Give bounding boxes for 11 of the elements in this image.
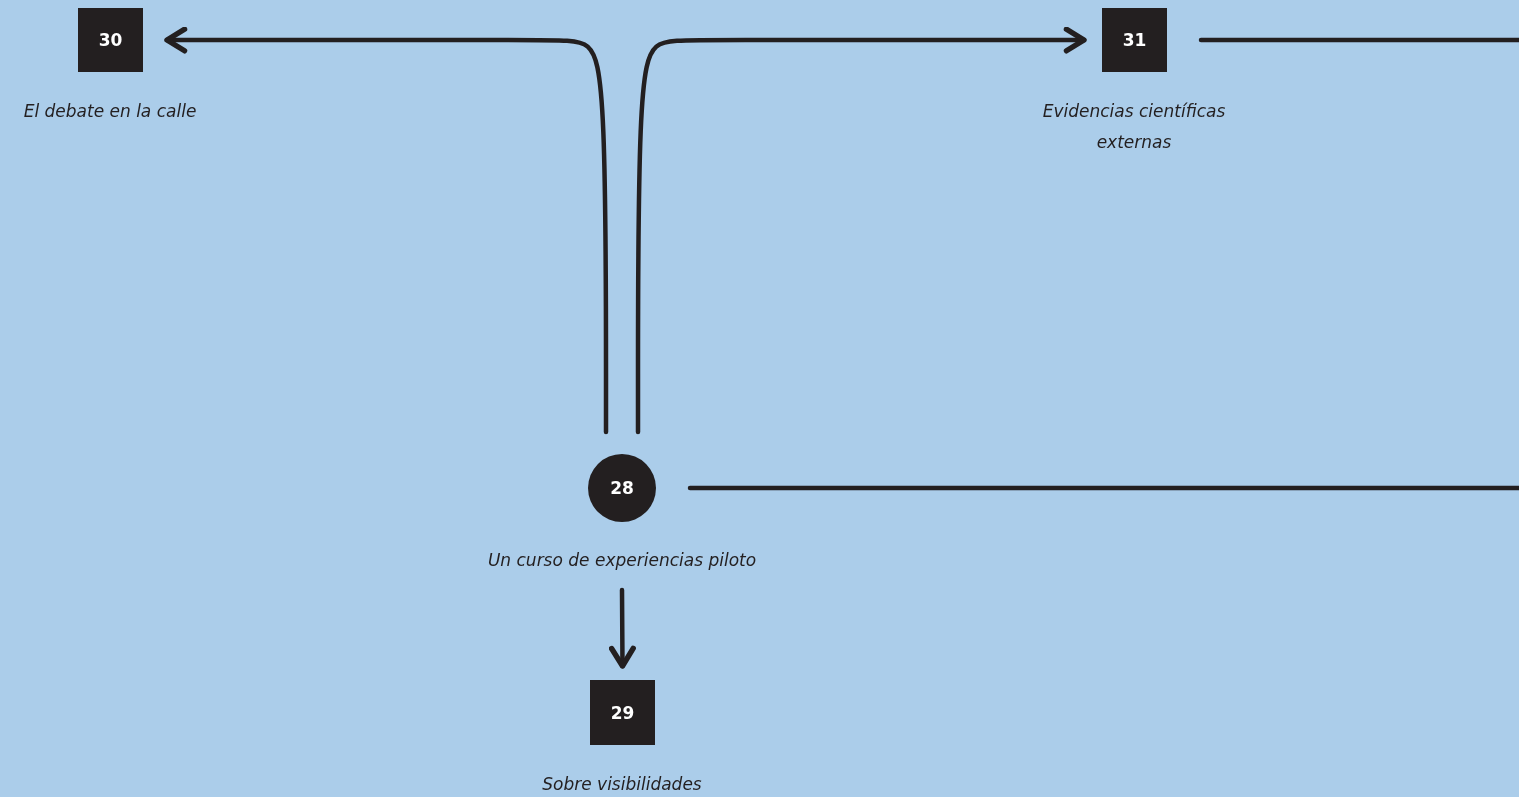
caption-text: Sobre visibilidades: [541, 773, 703, 796]
number-circle: 28: [588, 454, 656, 522]
arrow: [635, 26, 1087, 435]
number-box: 30: [78, 8, 143, 72]
number-box: 29: [590, 680, 655, 745]
number-box: 31: [1102, 8, 1167, 72]
caption-text: El debate en la calle: [22, 100, 198, 123]
arrow: [608, 587, 636, 669]
caption-text: Evidencias científicas externas: [1041, 100, 1227, 154]
caption-text: Un curso de experiencias piloto: [486, 549, 758, 572]
arrow: [164, 26, 609, 435]
